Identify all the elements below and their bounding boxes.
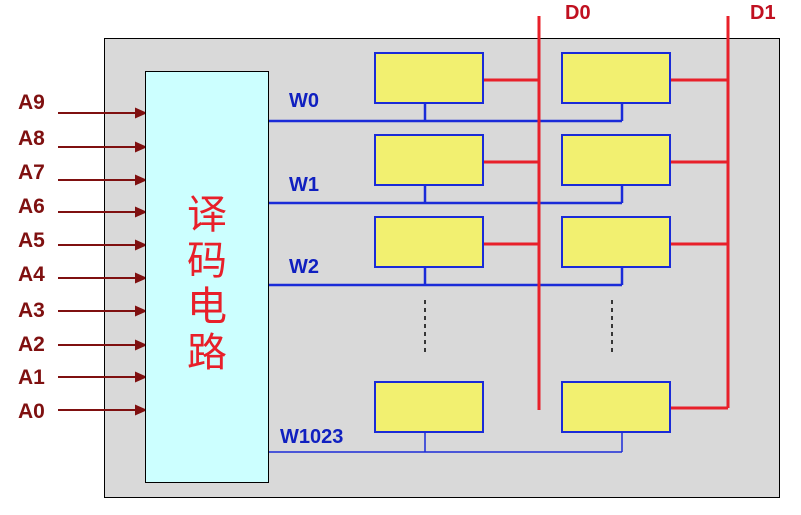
address-label-a4: A4 (18, 263, 45, 286)
address-arrowhead-a6 (135, 206, 148, 218)
memory-cell-w2-d1 (561, 216, 671, 268)
memory-cell-w0-d1 (561, 52, 671, 104)
data-label-d1: D1 (750, 2, 776, 24)
address-arrowhead-a9 (135, 107, 148, 119)
address-arrowhead-a2 (135, 339, 148, 351)
address-label-a2: A2 (18, 333, 45, 356)
address-label-a5: A5 (18, 229, 45, 252)
ellipsis-dashes (424, 300, 613, 354)
address-label-a0: A0 (18, 400, 45, 423)
decoder-block: 译码电路 (145, 71, 269, 483)
address-arrowhead-a5 (135, 239, 148, 251)
word-line-w1023-group (269, 433, 623, 453)
address-label-a8: A8 (18, 127, 45, 150)
word-label-w2: W2 (289, 256, 319, 278)
data-label-d0: D0 (565, 2, 591, 24)
address-arrowhead-a3 (135, 305, 148, 317)
address-arrowhead-a8 (135, 141, 148, 153)
address-label-a6: A6 (18, 195, 45, 218)
memory-cell-w0-d0 (374, 52, 484, 104)
word-lines (269, 104, 624, 287)
memory-cell-w1023-d1 (561, 381, 671, 433)
memory-cell-w1-d1 (561, 134, 671, 186)
memory-cell-w2-d0 (374, 216, 484, 268)
address-arrowhead-a1 (135, 371, 148, 383)
memory-cell-w1023-d0 (374, 381, 484, 433)
address-arrows (58, 107, 148, 416)
word-label-w1: W1 (289, 174, 319, 196)
address-arrowhead-a0 (135, 404, 148, 416)
address-label-a3: A3 (18, 299, 45, 322)
address-label-a9: A9 (18, 91, 45, 114)
address-label-a7: A7 (18, 161, 45, 184)
decoder-label: 译码电路 (187, 192, 227, 376)
address-arrowhead-a4 (135, 272, 148, 284)
data-lines (484, 16, 730, 410)
word-label-w0: W0 (289, 90, 319, 112)
address-label-a1: A1 (18, 366, 45, 389)
memory-cell-w1-d0 (374, 134, 484, 186)
address-arrowhead-a7 (135, 174, 148, 186)
word-label-w1023: W1023 (280, 426, 344, 448)
